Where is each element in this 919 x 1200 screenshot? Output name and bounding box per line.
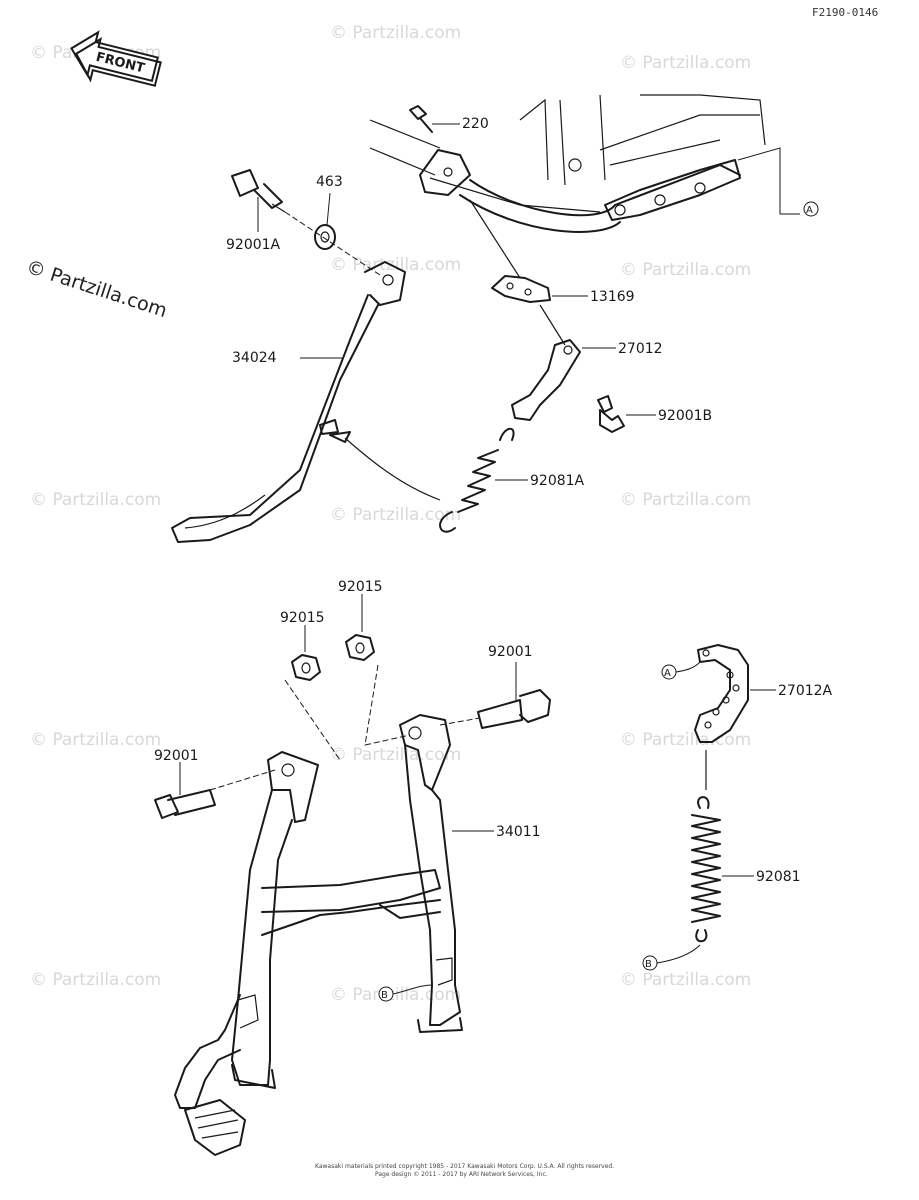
nut-92015-left: 92015 <box>280 610 325 681</box>
part-label-34024: 34024 <box>232 350 277 366</box>
callout-b-stand: B <box>378 984 433 1002</box>
part-label-92081A: 92081A <box>530 473 585 489</box>
watermark: © Partzilla.com <box>330 255 461 275</box>
washer-463: 463 <box>314 174 343 250</box>
copyright-watermark: © Partzilla.com <box>23 256 169 322</box>
watermark: © Partzilla.com <box>620 490 751 510</box>
watermark: © Partzilla.com <box>620 53 751 73</box>
bracket-27012: 27012 <box>511 339 663 421</box>
callout-a-label: A <box>806 205 813 216</box>
nut-92015-right: 92015 <box>338 579 383 661</box>
bolt-92001-left: 92001 <box>154 748 216 819</box>
part-label-13169: 13169 <box>590 289 635 305</box>
watermark: © Partzilla.com <box>620 970 751 990</box>
part-label-92015-right: 92015 <box>338 579 383 595</box>
footer-line-2: Page design © 2011 - 2017 by ARI Network… <box>375 1171 548 1178</box>
watermark: © Partzilla.com <box>330 23 461 43</box>
plate-13169: 13169 <box>491 275 635 305</box>
part-label-27012A: 27012A <box>778 683 833 699</box>
watermark: © Partzilla.com <box>30 970 161 990</box>
bolt-92001A: 92001A <box>226 169 286 253</box>
part-label-92001B: 92001B <box>658 408 712 424</box>
front-arrow-icon: FRONT <box>70 30 162 87</box>
bracket-27012A: 27012A A <box>661 644 833 743</box>
watermark: © Partzilla.com <box>30 490 161 510</box>
side-stand-34024: 34024 <box>171 261 406 543</box>
part-label-27012: 27012 <box>618 341 663 357</box>
bolt-92001B: 92001B <box>597 395 712 433</box>
callout-b-label-spring: B <box>645 959 652 970</box>
footer: Kawasaki materials printed copyright 198… <box>315 1163 614 1178</box>
watermark: © Partzilla.com <box>330 745 461 765</box>
watermark: © Partzilla.com <box>330 505 461 525</box>
watermark: © Partzilla.com <box>330 985 461 1005</box>
part-label-92001-right: 92001 <box>488 644 533 660</box>
bolt-92001-right: 92001 <box>477 644 551 729</box>
center-stand-34011: 34011 <box>174 714 541 1156</box>
part-label-220: 220 <box>462 116 489 132</box>
diagram-code: F2190-0146 <box>812 6 878 19</box>
callout-a-label-bracket: A <box>664 668 671 679</box>
part-label-34011: 34011 <box>496 824 541 840</box>
part-label-92001A: 92001A <box>226 237 281 253</box>
spring-92081A: 92081A <box>329 427 585 533</box>
part-label-463: 463 <box>316 174 343 190</box>
part-label-92015-left: 92015 <box>280 610 325 626</box>
bolt-220: 220 <box>409 105 489 133</box>
callout-a-frame: A <box>803 201 819 217</box>
watermark: © Partzilla.com <box>620 260 751 280</box>
watermark: © Partzilla.com <box>620 730 751 750</box>
callout-b-label: B <box>381 990 388 1001</box>
watermark-grid: © Partzilla.com © Partzilla.com © Partzi… <box>30 23 751 1005</box>
part-label-92081: 92081 <box>756 869 801 885</box>
spring-92081: 92081 B <box>642 796 801 971</box>
watermark: © Partzilla.com <box>30 730 161 750</box>
part-label-92001-left: 92001 <box>154 748 199 764</box>
footer-line-1: Kawasaki materials printed copyright 198… <box>315 1163 614 1170</box>
frame-section <box>369 94 800 233</box>
